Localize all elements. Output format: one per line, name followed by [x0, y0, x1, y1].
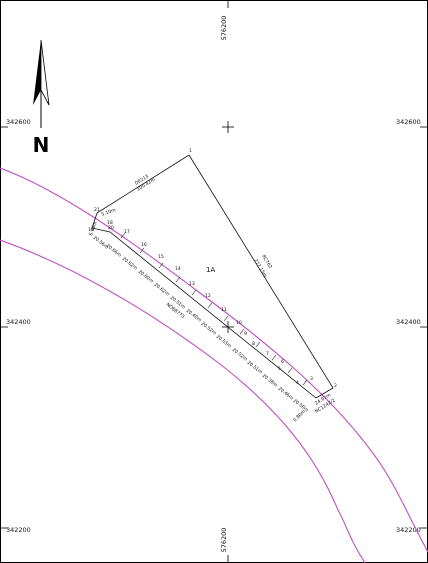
station-13: 13: [189, 281, 195, 287]
station-3: 3: [310, 376, 313, 382]
boundary-1-21: [96, 154, 190, 214]
edge-label-6m: 6.09m: [88, 220, 99, 236]
north-label: N: [33, 133, 50, 157]
chainage-label: 20.40m: [185, 308, 203, 324]
station-1: 1: [189, 148, 192, 154]
northing-label-left-1: 342600: [6, 118, 31, 126]
easting-label-top: 576200: [220, 16, 228, 41]
chainage-label: 20.38m: [261, 373, 279, 389]
road-boundary-upper: [0, 167, 428, 553]
road-boundary-lower: [0, 239, 366, 563]
grid-cross-1: [222, 121, 234, 133]
chainage-labels: 20.50m 20.46m 20.38m 20.51m 20.52m 20.53…: [92, 235, 310, 414]
station-8: 8: [252, 341, 255, 347]
frontage-ticks: [120, 232, 308, 386]
boundary-2-lot: [315, 387, 334, 399]
station-19: 19: [88, 227, 94, 233]
station-10: 10: [236, 320, 242, 326]
station-14: 14: [175, 266, 181, 272]
north-arrow-left-half: [33, 40, 41, 105]
chainage-label: 20.62m: [153, 282, 171, 298]
chainage-label: 20.62m: [121, 256, 139, 272]
northing-label-left-3: 342200: [6, 526, 31, 534]
station-6: 6: [281, 359, 284, 365]
northing-label-left-2: 342400: [6, 318, 31, 326]
station-11: 11: [221, 307, 227, 313]
station-18: 18: [107, 220, 113, 226]
chainage-label: 20.51m: [246, 360, 264, 376]
parcel-label: 1A: [206, 266, 215, 274]
station-7: 7: [266, 351, 269, 357]
station-16: 16: [141, 242, 147, 248]
easting-label-bottom: 576200: [220, 528, 228, 553]
chainage-label: 20.52m: [231, 347, 249, 363]
station-12: 12: [205, 293, 211, 299]
station-5: 5: [278, 366, 281, 372]
chainage-label: 20.53m: [215, 334, 233, 350]
chainage-label: 20.46m: [277, 386, 295, 402]
boundary-1-2: [188, 154, 334, 389]
station-15: 15: [158, 254, 164, 260]
north-arrow: N: [33, 39, 50, 157]
station-9: 9: [244, 331, 247, 337]
station-labels: 1 2 3 4 5 6 7 8 9 10 11 12 13 14 15 16 1…: [88, 148, 337, 389]
northing-label-right-2: 342400: [396, 318, 421, 326]
boundary-road-frontage: [91, 212, 317, 399]
station-21: 21: [94, 207, 100, 213]
chainage-label: 20.56m: [92, 235, 110, 251]
edge-label-5m: 5.10m: [101, 207, 117, 218]
station-20: 20: [108, 225, 114, 231]
chainage-label: 20.52m: [200, 321, 218, 337]
station-17: 17: [124, 229, 130, 235]
north-arrow-right-half: [40, 39, 50, 106]
chainage-label: 20.60m: [137, 269, 155, 285]
northing-label-right-1: 342600: [396, 118, 421, 126]
station-2: 2: [334, 383, 337, 389]
northing-label-right-3: 342200: [396, 526, 421, 534]
station-4: 4: [296, 380, 299, 386]
